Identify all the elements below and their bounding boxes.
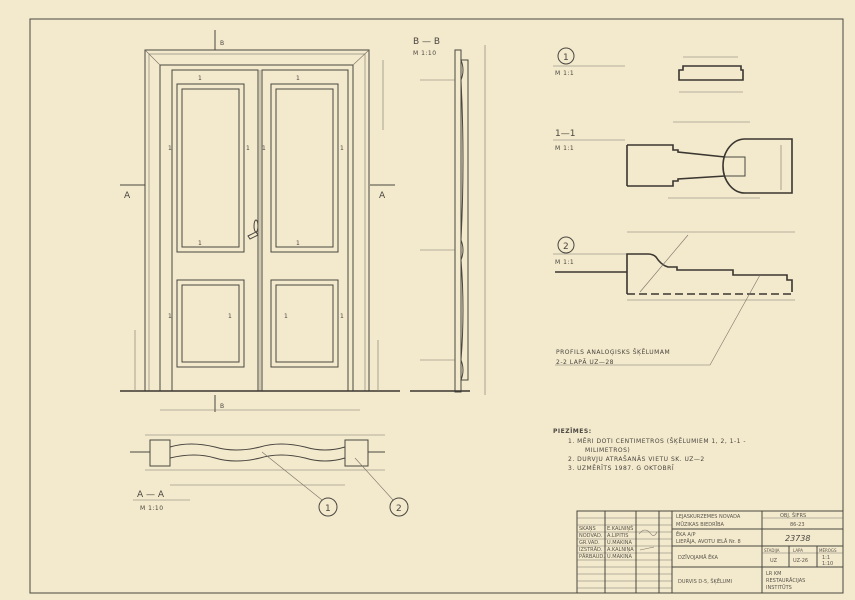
callout-1: 1 (325, 504, 331, 514)
drawing-text: 1 (246, 145, 250, 152)
note-line: MILIMETROS) (585, 447, 630, 454)
callout-1-circle (318, 497, 338, 517)
door-elevation: A A B B 1 1 1 1 1 1 1 1 1 1 1 1 (120, 30, 400, 412)
section-bb: B — B M 1:10 (410, 37, 486, 395)
drawing-text: 1 (168, 313, 172, 320)
panel-lower-right (270, 279, 339, 368)
section-mark-a-left: A (124, 191, 131, 201)
drawing-text: LAPA (793, 548, 803, 553)
panel-upper-left (176, 83, 245, 253)
drawing-text: MŪZIKAS BIEDRĪBA (676, 521, 725, 528)
drawing-text: MĒROGS (819, 548, 837, 553)
drawing-text: 1 (296, 240, 300, 247)
door-handle-icon (247, 231, 259, 240)
drawing-text: DZĪVOJAMĀ ĒKA (678, 554, 718, 561)
drawing-text: 1 (284, 313, 288, 320)
drawing-text: UZ (770, 558, 778, 564)
drawing-text: GR.VAD. (579, 540, 600, 546)
drawing-text: U.MAKINA (607, 554, 632, 560)
panel-lower-left (176, 279, 245, 368)
drawing-text: 1 (198, 75, 202, 82)
door-leaf-left (171, 69, 259, 392)
notes: PIEZĪMES: 1. MĒRI DOTI CENTIMETROS (ŠĶĒL… (553, 428, 746, 472)
note-line: 3. UZMĒRĪTS 1987. G OKTOBRĪ (568, 465, 674, 472)
panel-upper-right (270, 83, 339, 253)
detail-2-label: 2 (563, 242, 569, 252)
section-mark-b-bottom: B (220, 403, 225, 410)
signature (638, 529, 658, 551)
drawing-text: 1:10 (822, 561, 833, 567)
drawing-text: 1 (340, 313, 344, 320)
detail-1-label: 1 (563, 53, 569, 63)
drawing-text: A.LIPITIS (607, 533, 628, 539)
detail-2: 2 M 1:1 PROFILS ANALOĢISKS ŠĶĒLUMAM 2-2 … (553, 231, 795, 366)
drawing-text: 1 (340, 145, 344, 152)
drawing-text: E.KALNIŅŠ (607, 525, 633, 532)
drawing-text: A.KALNIŅA (607, 547, 634, 553)
drawing-text: U.MAKINA (607, 540, 632, 546)
drawing-text: STADIJA (764, 548, 780, 553)
detail-1-scale: M 1:1 (555, 70, 574, 77)
notes-title: PIEZĪMES: (553, 428, 592, 435)
drawing-text: 1 (262, 145, 266, 152)
section-11-scale: M 1:1 (555, 145, 574, 152)
title-block: SKAŅS E.KALNIŅŠ NODVAD. A.LIPITIS GR.VAD… (576, 510, 844, 594)
drawing-text: RESTAURĀCIJAS (766, 577, 805, 584)
note-line: 2. DURVJU ATRAŠANĀS VIETU SK. UZ—2 (568, 456, 705, 463)
drawing-text: INSTITŪTS (766, 584, 792, 591)
callout-2: 2 (396, 504, 402, 514)
drawing-text: LEJASKURZEMES NOVADA (676, 514, 741, 520)
drawing-text: ĒKA A/P (676, 531, 695, 538)
callout-2-circle (389, 497, 409, 517)
drawing-text: SKAŅS (579, 526, 596, 532)
drawing-text: OBJ. ŠIFRS (780, 512, 806, 519)
note-line: 1. MĒRI DOTI CENTIMETROS (ŠĶĒLUMIEM 1, 2… (568, 438, 746, 445)
section-bb-label: B — B (413, 37, 440, 47)
drawing-text: UZ-26 (793, 558, 808, 564)
drawing-text: 1 (228, 313, 232, 320)
plan-aa-label: A — A (137, 490, 165, 500)
drawing-text: 23738 (785, 534, 810, 543)
plan-aa-scale: M 1:10 (140, 505, 164, 512)
plan-aa: A — A M 1:10 1 2 (130, 409, 409, 517)
section-mark-b-top: B (220, 40, 225, 47)
door-leaf-right (261, 69, 349, 392)
detail-2-scale: M 1:1 (555, 259, 574, 266)
drawing-text: NODVAD. (579, 533, 603, 539)
section-11: 1—1 M 1:1 (553, 121, 793, 199)
drawing-text: 1:1 (822, 555, 830, 561)
drawing-text: DURVIS D-5, ŠĶĒLUMI (678, 578, 732, 585)
drawing-text: 86-23 (790, 522, 805, 528)
detail-2-note-line1: PROFILS ANALOĢISKS ŠĶĒLUMAM (556, 349, 670, 356)
section-mark-a-right: A (379, 191, 386, 201)
detail-2-note-line2: 2-2 LAPĀ UZ—28 (556, 359, 614, 366)
drawing-text: LR KM (766, 571, 781, 577)
detail-1: 1 M 1:1 (553, 47, 744, 93)
drawing-text: PĀRBAUD. (579, 553, 605, 560)
sheet-border (29, 18, 844, 594)
section-bb-scale: M 1:10 (413, 50, 437, 57)
section-11-label: 1—1 (555, 129, 575, 139)
drawing-text: 1 (168, 145, 172, 152)
drawing-text: 1 (296, 75, 300, 82)
drawing-text: 1 (198, 240, 202, 247)
drawing-text: IZSTRĀD. (579, 546, 603, 553)
drawing-text: LIEPĀJA, AVOTU IELĀ Nr. 8 (676, 538, 741, 545)
